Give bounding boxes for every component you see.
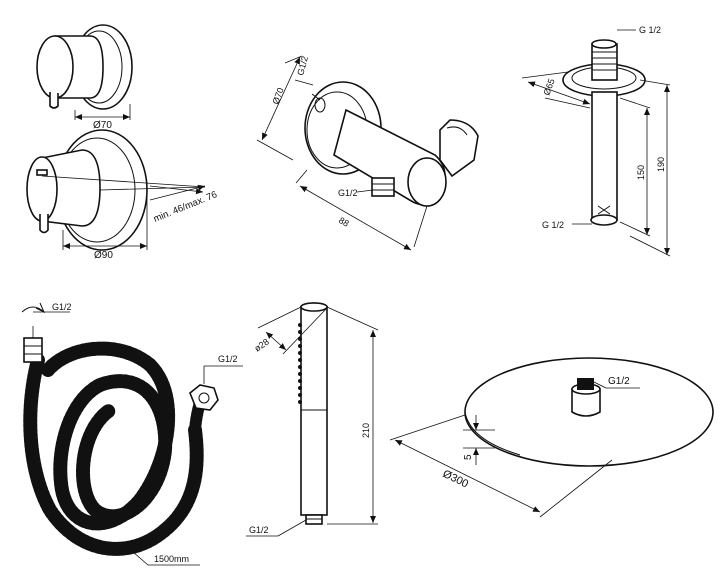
mixer-front-view: Ø70 (36, 24, 133, 131)
arm-dia-label: Ø65 (541, 77, 556, 96)
hand-shower-view: ø28 210 G1/2 (246, 302, 379, 537)
head-dia-label: Ø300 (441, 468, 470, 491)
mixer-front-dia-label: Ø70 (93, 120, 112, 131)
holder-thread-bottom-label: G1/2 (338, 188, 358, 198)
shower-hose-view: G1/2 G1/2 1500mm (21, 302, 243, 566)
hose-thread-right-label: G1/2 (218, 354, 238, 364)
hand-shower-dia-label: ø28 (252, 337, 270, 354)
holder-dia-label: Ø70 (270, 86, 285, 105)
holder-thread-top-label: G1/2 (295, 55, 310, 76)
shower-holder-view: G1/2 Ø70 G1/2 88 (256, 55, 479, 251)
arm-length-inner-label: 150 (636, 165, 646, 180)
hose-length-label: 1500mm (154, 554, 189, 564)
holder-length-label: 88 (337, 215, 351, 229)
head-thread-label: G1/2 (608, 376, 630, 387)
mixer-side-view: min. 46/max. 76 Ø90 (26, 129, 219, 261)
head-thickness-label: 5 (463, 454, 474, 460)
shower-head-view: G1/2 5 Ø300 (389, 357, 714, 518)
ceiling-arm-view: G 1/2 Ø65 150 190 G 1/2 (521, 25, 671, 257)
hand-shower-nozzles (298, 323, 302, 404)
hand-shower-thread-label: G1/2 (249, 525, 269, 535)
hose-thread-left-label: G1/2 (52, 302, 72, 312)
hand-shower-length-label: 210 (361, 423, 371, 438)
arm-thread-top-label: G 1/2 (639, 25, 661, 35)
mixer-side-dia-label: Ø90 (94, 250, 113, 261)
arm-thread-bottom-label: G 1/2 (542, 220, 564, 230)
mixer-side-range-label: min. 46/max. 76 (152, 189, 219, 225)
arm-length-outer-label: 190 (656, 157, 666, 172)
